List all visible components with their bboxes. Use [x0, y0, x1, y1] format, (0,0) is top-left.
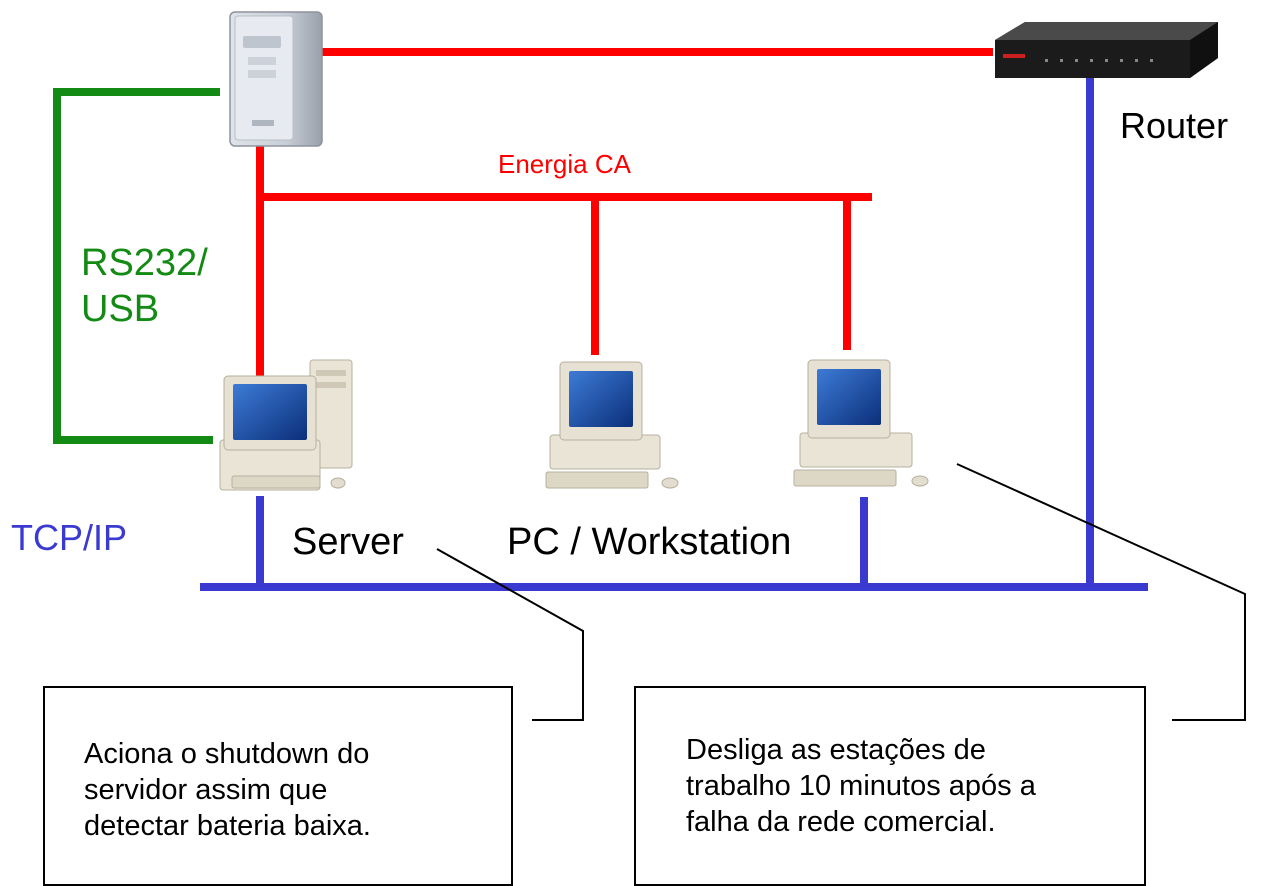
workstation-label: PC / Workstation: [507, 521, 792, 563]
tcpip-network-lines: [200, 78, 1148, 591]
workstation-callout-leader: [956, 463, 1246, 721]
router-label: Router: [1120, 105, 1229, 146]
server-label: Server: [292, 521, 404, 563]
workstation-computer-icon: [545, 361, 679, 489]
ups-icon: [229, 11, 323, 147]
ac-power-label: Energia CA: [498, 149, 631, 179]
server-callout-text: Aciona o shutdown do servidor assim que …: [84, 738, 371, 842]
tcpip-label: TCP/IP: [11, 517, 128, 558]
workstation-computer-icon: [793, 359, 929, 487]
server-callout-box: [43, 686, 513, 886]
serial-usb-line: [53, 88, 220, 444]
ac-power-lines: [256, 48, 993, 385]
server-callout-leader: [436, 548, 584, 721]
server-computer-icon: [219, 359, 353, 491]
router-icon: [995, 22, 1218, 78]
workstation-callout-text: Desliga as estações de trabalho 10 minut…: [686, 734, 1036, 838]
serial-usb-label: RS232/ USB: [81, 242, 208, 330]
